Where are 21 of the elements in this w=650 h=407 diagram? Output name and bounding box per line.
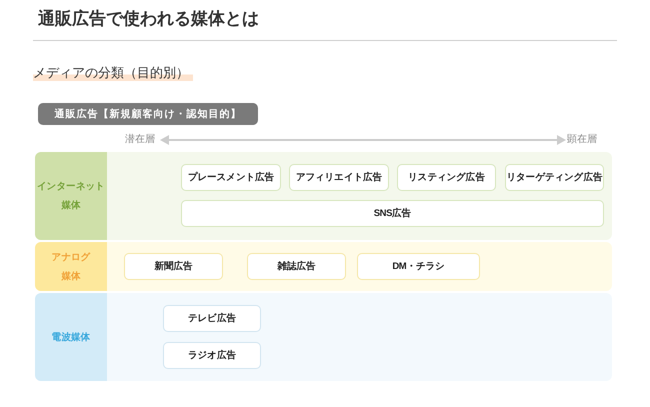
media-box: ラジオ広告 xyxy=(163,342,261,369)
section-heading: メディアの分類（目的別） xyxy=(33,64,193,81)
media-box: アフィリエイト広告 xyxy=(289,164,389,191)
media-box: DM・チラシ xyxy=(357,253,480,280)
category-label: インターネット媒体 xyxy=(35,152,107,240)
media-box: リターゲティング広告 xyxy=(505,164,604,191)
media-box: 新聞広告 xyxy=(124,253,223,280)
category-tag: 通販広告【新規顧客向け・認知目的】 xyxy=(38,103,258,125)
category-label: 電波媒体 xyxy=(35,293,107,381)
page-title: 通販広告で使われる媒体とは xyxy=(38,8,259,30)
media-band xyxy=(35,152,612,240)
category-label: アナログ媒体 xyxy=(35,242,107,291)
axis-end-label: 潜在層 xyxy=(125,133,155,147)
media-box: プレースメント広告 xyxy=(181,164,281,191)
media-box: テレビ広告 xyxy=(163,305,261,332)
media-box: SNS広告 xyxy=(181,200,604,227)
media-band xyxy=(35,242,612,291)
media-box: リスティング広告 xyxy=(397,164,496,191)
media-band xyxy=(35,293,612,381)
media-box: 雑誌広告 xyxy=(247,253,346,280)
axis-end-label: 顕在層 xyxy=(567,133,597,147)
